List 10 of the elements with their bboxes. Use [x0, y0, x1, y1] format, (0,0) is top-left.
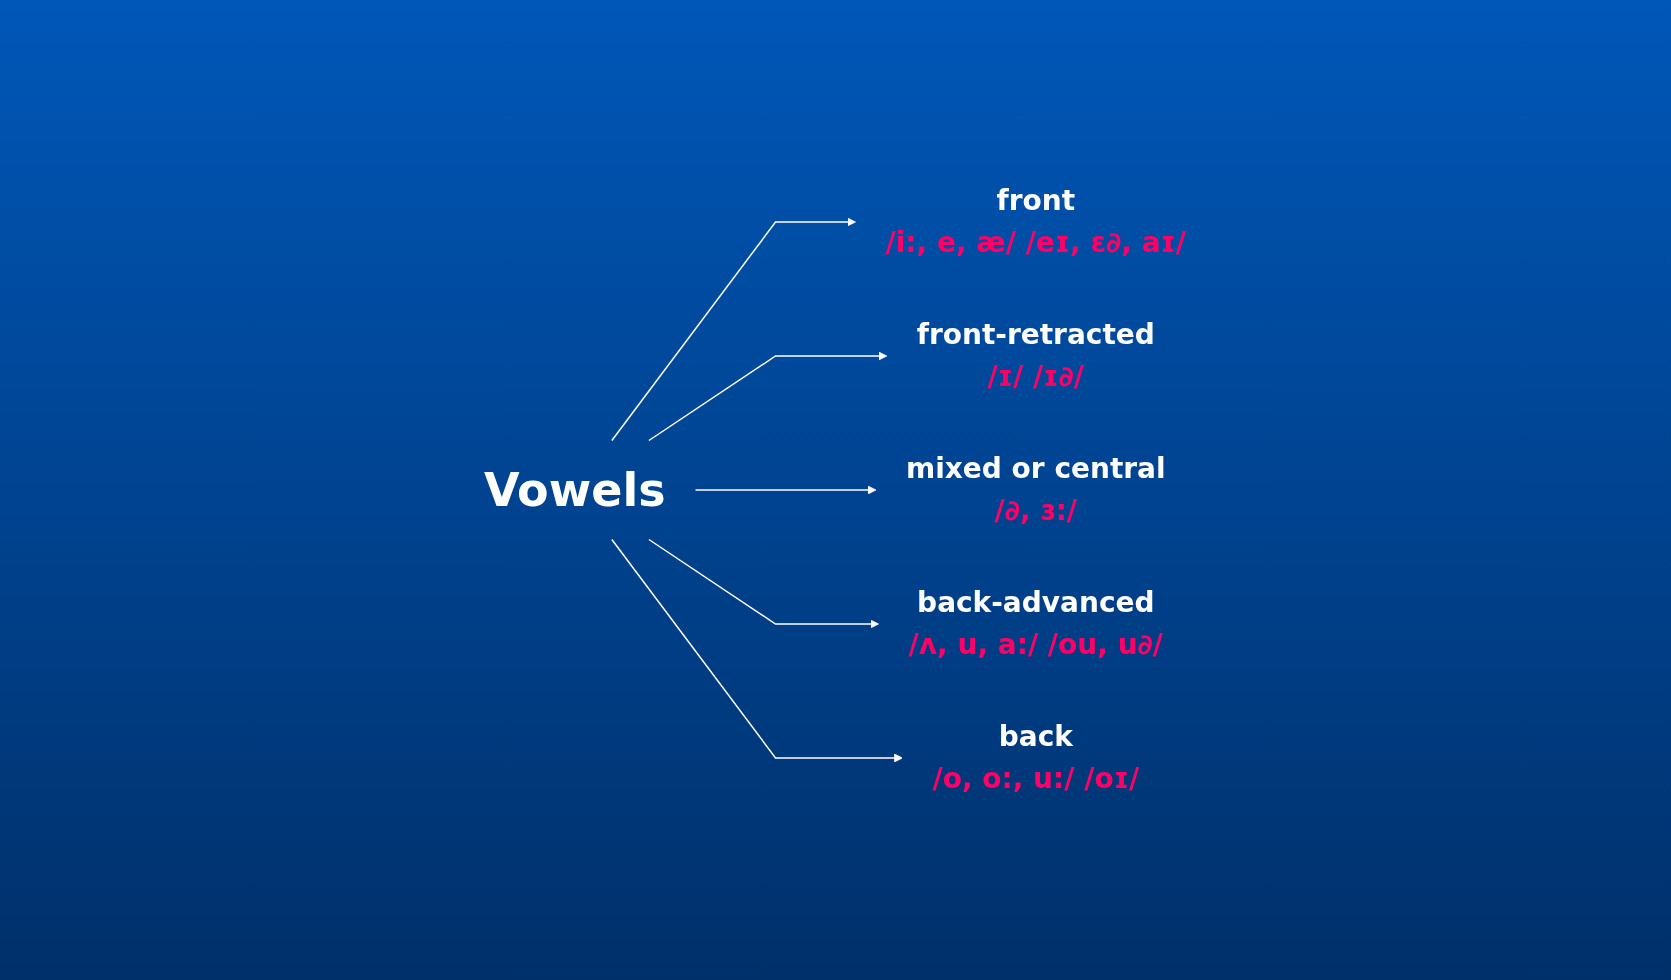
- node-text: front-retracted /ɪ/ /ɪ∂/: [917, 318, 1156, 393]
- node-text: Vowels: [484, 462, 666, 517]
- node-text: mixed or central /∂, ɜ:/: [906, 452, 1167, 527]
- node-text: front /i:, e, æ/ /eɪ, ɛ∂, aɪ/: [885, 184, 1187, 259]
- arrow: [648, 351, 888, 442]
- node-text: back-advanced /ʌ, u, a:/ /ou, u∂/: [909, 586, 1164, 661]
- arrow: [695, 485, 877, 495]
- node-text: back /o, o:, u:/ /oɪ/: [932, 720, 1140, 795]
- arrow: [648, 538, 880, 629]
- arrow: [611, 217, 857, 442]
